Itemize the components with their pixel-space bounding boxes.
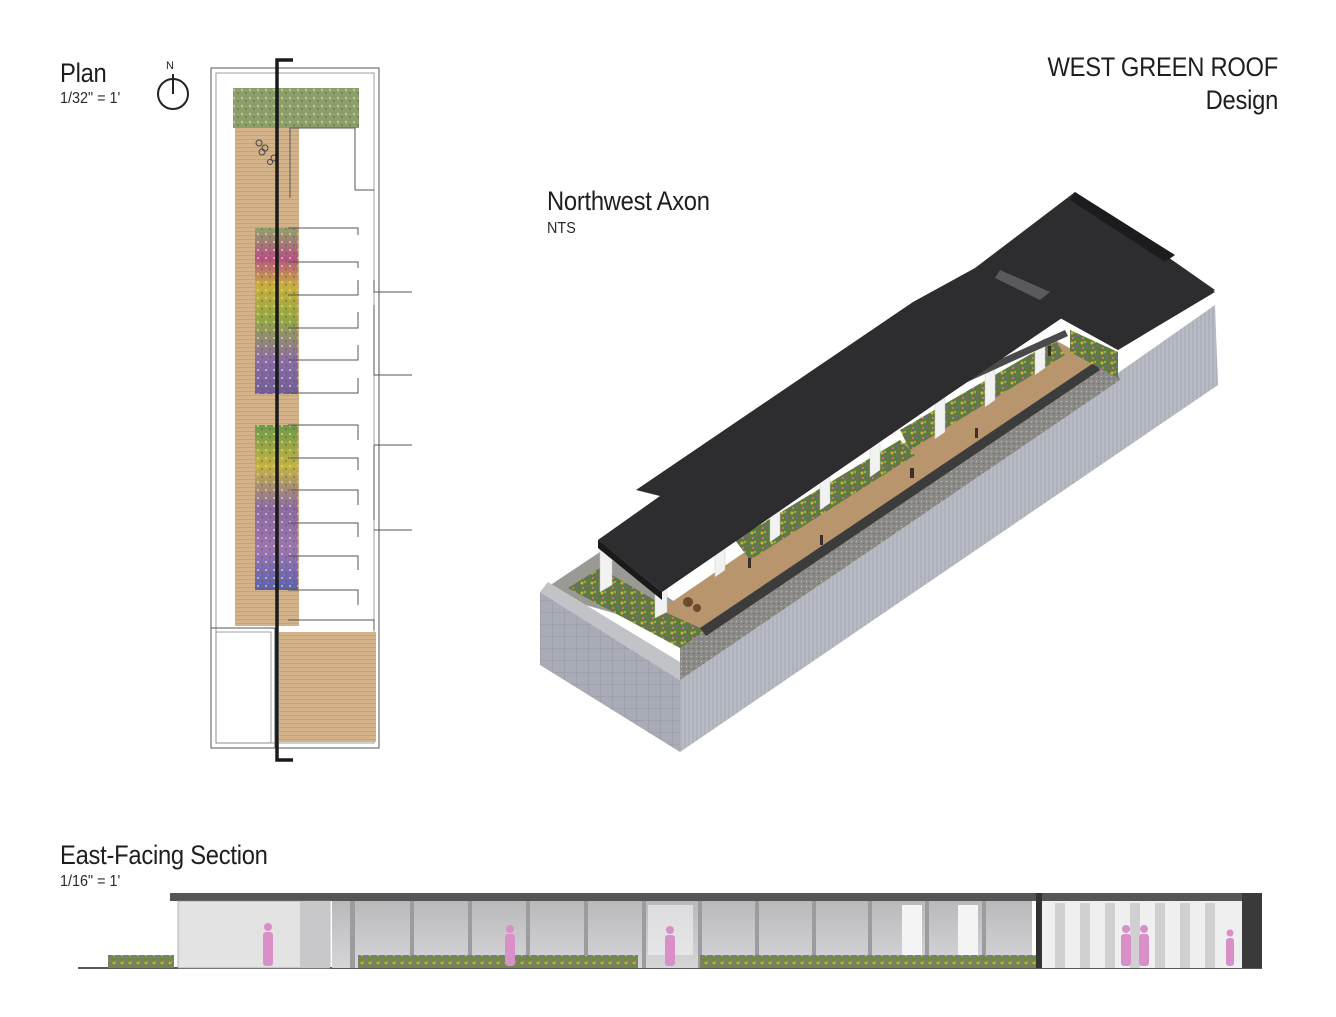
section-cut-line (275, 58, 293, 762)
section-planting-1 (358, 955, 638, 968)
sheet-title-line1: WEST GREEN ROOF (1047, 52, 1278, 82)
section-people (263, 923, 1234, 966)
plan-south-deck (279, 632, 376, 742)
plan-interior-walls (288, 127, 412, 630)
axon-facade-end (540, 592, 680, 752)
north-label: N (166, 60, 174, 72)
section-exterior-planter (108, 955, 174, 968)
axon-seating (683, 597, 701, 612)
axon-title: Northwest Axon (547, 186, 710, 216)
axon-scale: NTS (547, 220, 576, 237)
section-columns (350, 901, 986, 968)
section-scale: 1/16" = 1' (60, 873, 121, 890)
plan-title: Plan (60, 58, 107, 88)
section-planting-2 (700, 955, 1036, 968)
north-arrow-icon: N (152, 60, 192, 114)
sheet-title-line2: Design (1205, 85, 1279, 115)
section-title: East-Facing Section (60, 840, 268, 870)
axon-deck (660, 340, 1095, 630)
section-roof (170, 893, 1262, 901)
sheet-title: WEST GREEN ROOF Design (1047, 52, 1278, 116)
axon-gravel-strip (680, 350, 1120, 680)
plan-seating-icon (255, 139, 278, 165)
plan-scale: 1/32" = 1' (60, 90, 121, 107)
axon-planter-side (1070, 330, 1118, 378)
axon-people (748, 346, 1051, 568)
axon-facade-long (680, 305, 1218, 752)
